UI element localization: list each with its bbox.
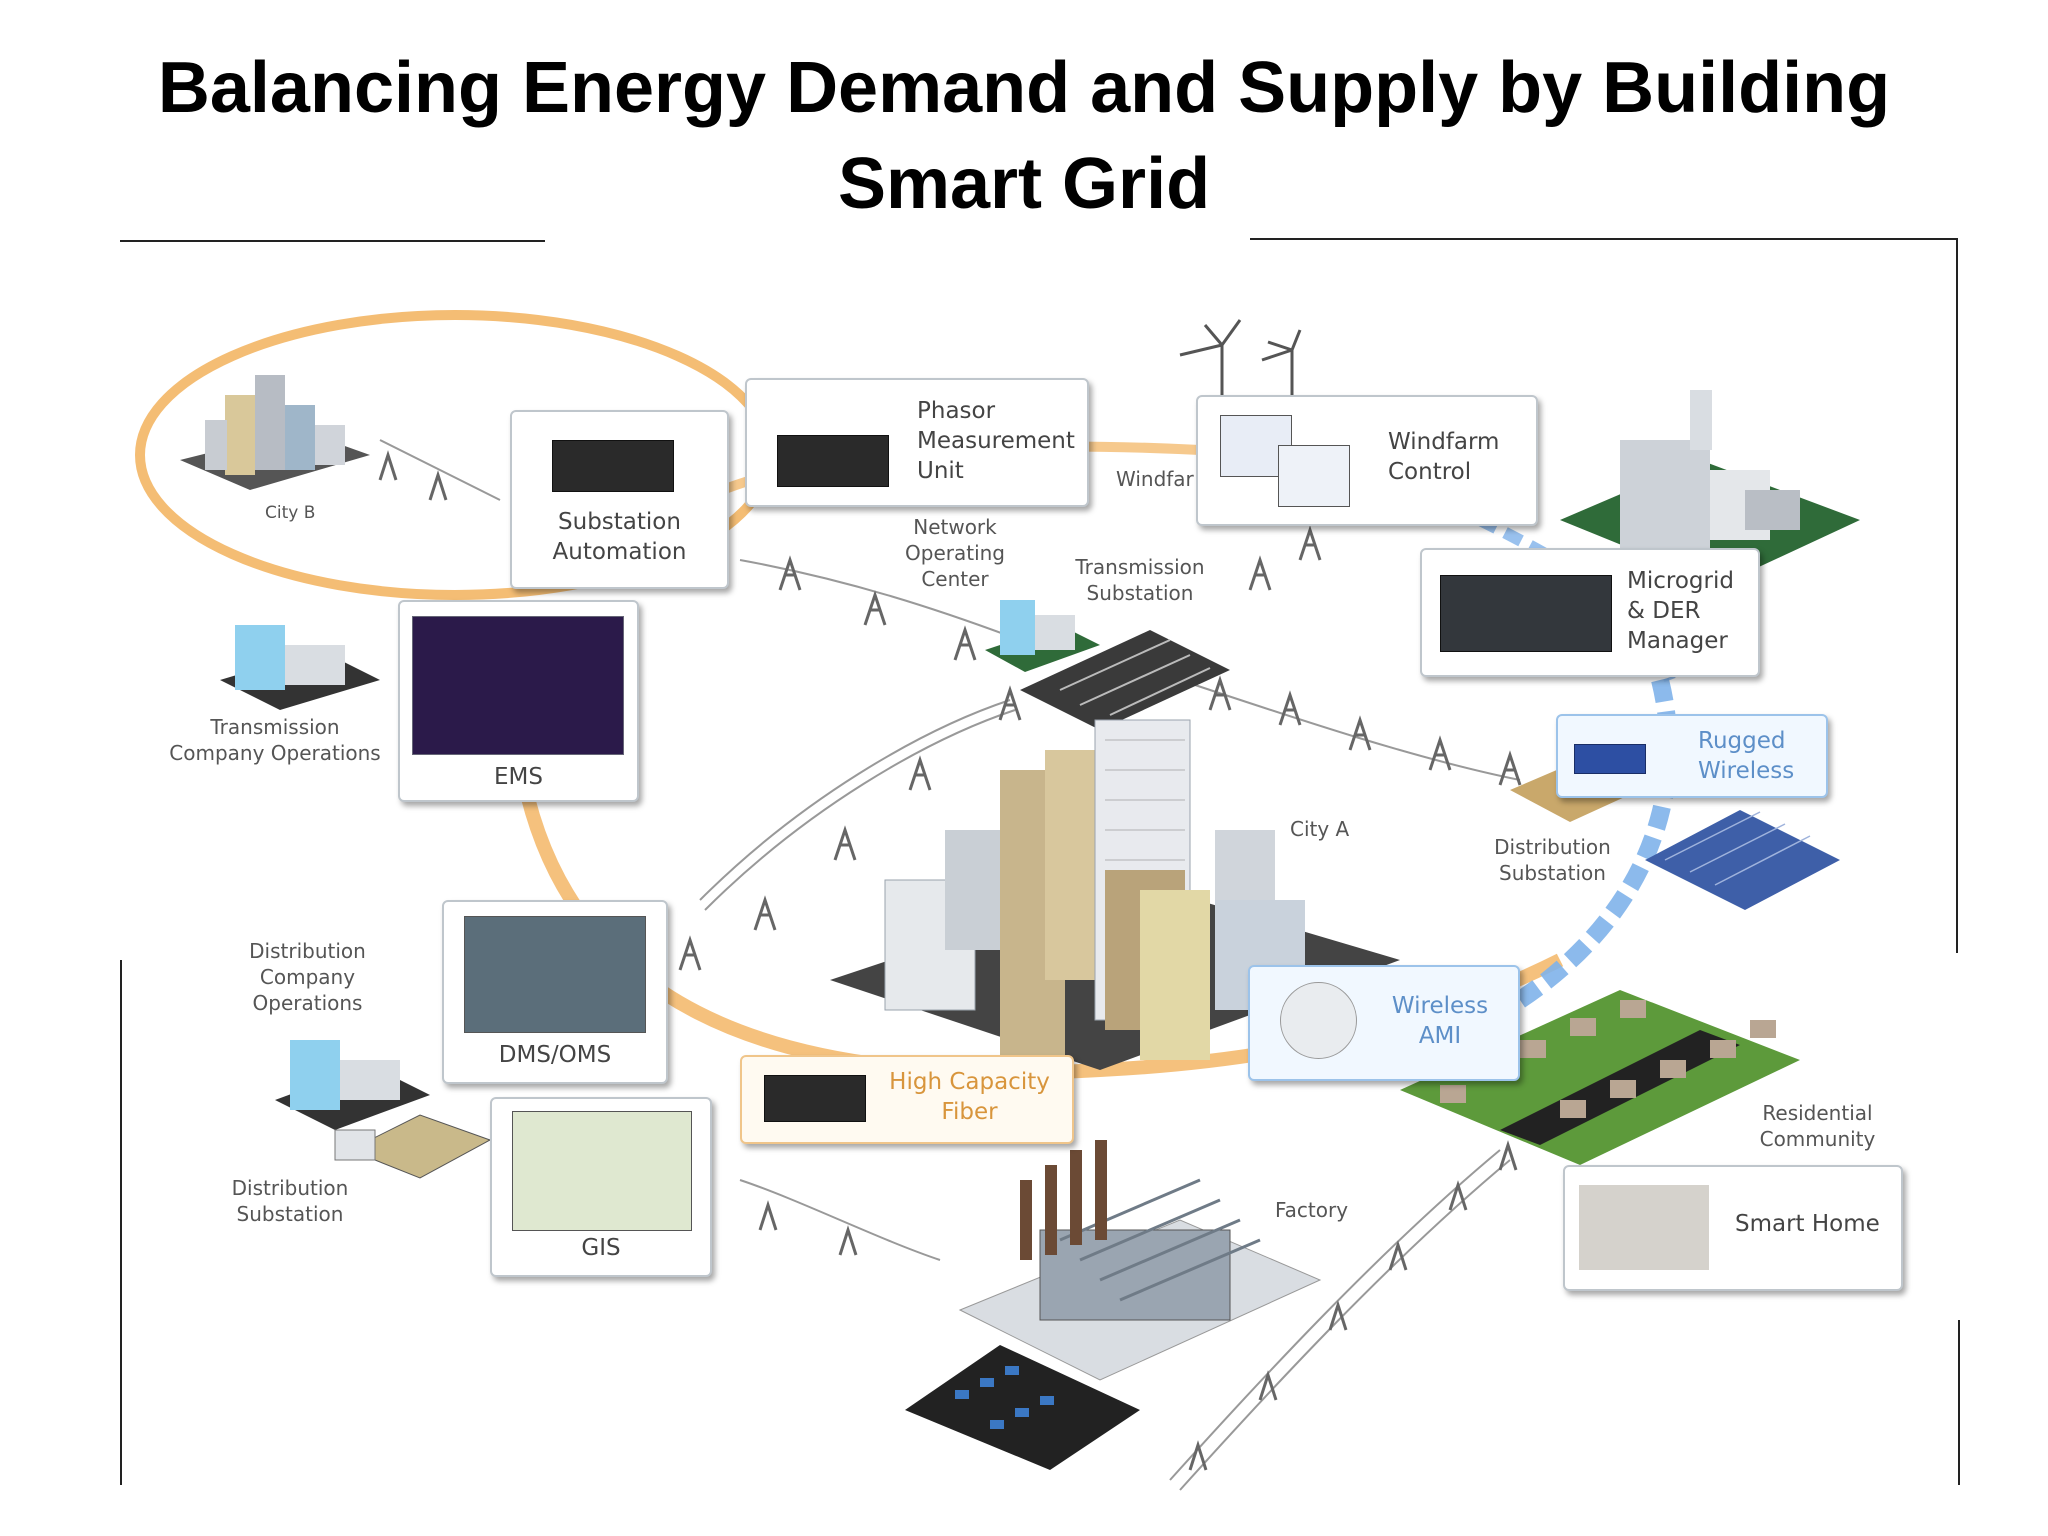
high-capacity-fiber-line-2: Fiber — [941, 1099, 998, 1125]
wireless-ami-line-1: Wireless — [1391, 993, 1489, 1019]
microgrid-line-3: Manager — [1627, 628, 1728, 654]
slide-title: Balancing Energy Demand and Supply by Bu… — [0, 40, 2048, 232]
ems-screen-icon — [412, 616, 624, 755]
smart-home-label: Smart Home — [1735, 1211, 1880, 1237]
residential-community-line-2: Community — [1759, 1127, 1876, 1151]
residential-community-graphic — [1400, 990, 1800, 1165]
windfarm-control-line-1: Windfarm — [1388, 429, 1500, 455]
substation-automation-card[interactable]: Substation Automation — [510, 410, 729, 589]
factory-label: Factory — [1275, 1198, 1349, 1222]
city-b-label: City B — [265, 503, 316, 523]
noc-line-3: Center — [921, 567, 989, 591]
dms-oms-label: DMS/OMS — [498, 1042, 612, 1068]
power-plant-graphic — [1560, 390, 1860, 585]
high-capacity-fiber-line-1: High Capacity — [889, 1069, 1050, 1095]
top-rule-left — [120, 240, 545, 242]
distribution-substation-right-label: Distribution Substation — [1480, 834, 1625, 886]
transmission-substation-line-1: Transmission — [1075, 555, 1205, 579]
distribution-substation-right-line-2: Substation — [1499, 861, 1606, 885]
distribution-company-line-2: Company — [259, 965, 356, 989]
distribution-substation-left-line-2: Substation — [236, 1202, 344, 1226]
distribution-substation-right-line-1: Distribution — [1494, 835, 1611, 859]
transmission-substation-line-2: Substation — [1086, 581, 1194, 605]
distribution-company-line-3: Operations — [252, 991, 363, 1015]
transmission-company-building — [220, 625, 380, 710]
dms-oms-card[interactable]: DMS/OMS — [442, 900, 668, 1084]
rugged-wireless-card[interactable]: Rugged Wireless — [1556, 714, 1828, 798]
distribution-company-line-1: Distribution — [249, 939, 366, 963]
city-a-buildings — [830, 719, 1400, 1070]
transmission-company-line-1: Transmission — [210, 715, 340, 739]
transmission-company-label: Transmission Company Operations — [160, 714, 390, 766]
relay-device-icon — [552, 440, 674, 492]
city-b-buildings — [180, 375, 370, 490]
gis-label: GIS — [581, 1235, 621, 1261]
smart-home-card[interactable]: Smart Home — [1563, 1165, 1903, 1291]
wireless-router-icon — [1574, 744, 1646, 774]
residential-community-label: Residential Community — [1745, 1100, 1890, 1152]
rugged-wireless-line-1: Rugged — [1698, 728, 1786, 754]
microgrid-card[interactable]: Microgrid & DER Manager — [1420, 548, 1760, 677]
substation-automation-line-1: Substation — [558, 509, 681, 535]
pylons — [378, 450, 1522, 1471]
top-rule-right — [1250, 238, 1957, 240]
distribution-company-graphic — [275, 1040, 492, 1179]
title-line-2: Smart Grid — [837, 144, 1211, 224]
noc-line-1: Network — [913, 515, 997, 539]
city-a-label: City A — [1290, 817, 1350, 841]
noc-building — [985, 600, 1100, 672]
distribution-company-label: Distribution Company Operations — [235, 938, 380, 1016]
control-room-photo-icon — [464, 916, 646, 1033]
transmission-company-line-2: Company Operations — [169, 741, 381, 765]
noc-line-2: Operating — [905, 541, 1005, 565]
right-rule — [1956, 238, 1958, 953]
microgrid-line-1: Microgrid — [1627, 568, 1734, 594]
wind-turbines — [1179, 319, 1302, 395]
transmission-substation-graphic — [1020, 630, 1230, 730]
wireless-ami-line-2: AMI — [1418, 1023, 1462, 1049]
residential-community-line-1: Residential — [1762, 1101, 1873, 1125]
wireless-ami-card[interactable]: Wireless AMI — [1248, 965, 1520, 1081]
rugged-wireless-line-2: Wireless — [1698, 758, 1795, 784]
wireless-link-top — [1477, 514, 1676, 683]
transmission-substation-label: Transmission Substation — [1060, 554, 1220, 606]
distribution-substation-left-label: Distribution Substation — [220, 1175, 360, 1227]
pmu-line-2: Measurement — [917, 428, 1075, 454]
pmu-card[interactable]: Phasor Measurement Unit — [745, 378, 1089, 507]
microgrid-line-2: & DER — [1627, 598, 1701, 624]
windfarm-control-line-2: Control — [1388, 459, 1472, 485]
smart-meter-icon — [1280, 982, 1357, 1059]
high-capacity-fiber-card[interactable]: High Capacity Fiber — [740, 1055, 1074, 1144]
windfarm-label: Windfar — [1116, 467, 1194, 491]
distribution-substation-left-line-1: Distribution — [231, 1176, 349, 1200]
noc-label: Network Operating Center — [880, 514, 1030, 592]
fiber-switch-icon — [764, 1075, 866, 1122]
title-line-1: Balancing Energy Demand and Supply by Bu… — [157, 48, 1891, 128]
factory-graphic — [905, 1140, 1322, 1470]
pmu-line-3: Unit — [917, 458, 964, 484]
ems-card[interactable]: EMS — [398, 600, 639, 802]
right-rule-lower — [1958, 1320, 1960, 1485]
substation-automation-line-2: Automation — [552, 539, 687, 565]
gis-map-icon — [512, 1111, 692, 1231]
smart-home-house-icon — [1579, 1185, 1709, 1270]
windfarm-control-card[interactable]: Windfarm Control — [1196, 395, 1538, 526]
gis-card[interactable]: GIS — [490, 1097, 712, 1277]
windfarm-screen-icon-2 — [1278, 445, 1350, 507]
pmu-device-icon — [777, 435, 889, 487]
microgrid-device-icon — [1440, 575, 1612, 652]
ems-label: EMS — [494, 764, 543, 790]
pmu-line-1: Phasor — [917, 398, 996, 424]
left-rule — [120, 960, 122, 1485]
